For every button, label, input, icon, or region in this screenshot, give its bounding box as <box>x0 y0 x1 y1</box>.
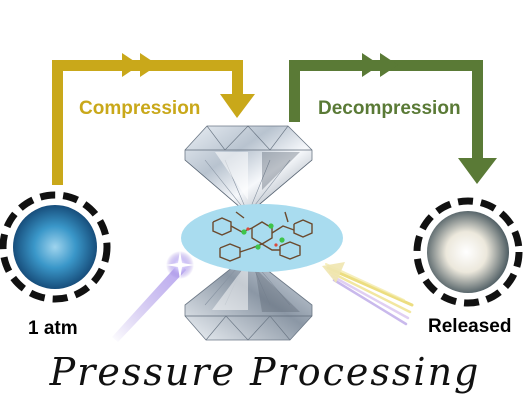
purple-light-beam-icon <box>112 250 195 342</box>
chevron-icon <box>122 53 140 77</box>
right-state-label: Released <box>428 316 512 337</box>
top-diamond-anvil-icon <box>184 125 313 215</box>
sample-chamber <box>181 204 343 272</box>
blue-sphere-icon <box>0 191 111 303</box>
white-sphere-icon <box>413 197 523 307</box>
compression-arrow <box>52 53 255 185</box>
chevron-icon <box>140 53 158 77</box>
chevron-icon <box>362 53 380 77</box>
decompression-arrow <box>289 53 497 184</box>
yellow-light-rays-icon <box>322 262 414 326</box>
compression-label: Compression <box>79 98 201 119</box>
diagram-title: Pressure Processing <box>49 350 481 394</box>
chevron-icon <box>380 53 398 77</box>
decompression-label: Decompression <box>318 98 461 119</box>
molecular-crystal-icon <box>212 211 313 262</box>
left-state-label: 1 atm <box>28 318 78 339</box>
